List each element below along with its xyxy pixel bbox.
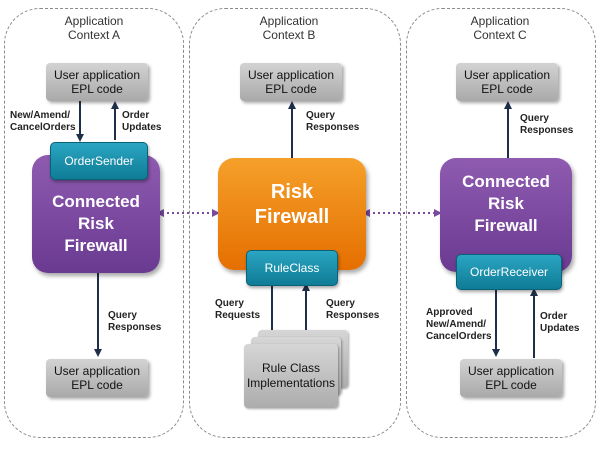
rule-class: RuleClass <box>246 250 338 286</box>
order-receiver: OrderReceiver <box>456 254 562 290</box>
rule-impl-stack-front: Rule Class Implementations <box>244 344 338 408</box>
rule-impl-label-1: Rule Class <box>261 361 321 375</box>
rule-impl-label-2: Implementations <box>246 376 336 390</box>
label-new-amend-cancel-a: New/Amend/CancelOrders <box>10 110 76 133</box>
order-sender: OrderSender <box>50 142 148 180</box>
connected-risk-firewall-c: Connected Risk Firewall <box>440 158 572 272</box>
